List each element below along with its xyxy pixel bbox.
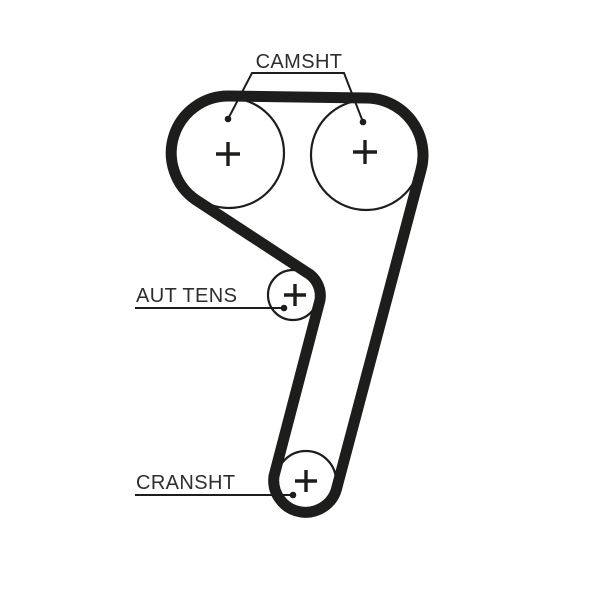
tensioner-pointer-dot — [280, 304, 288, 312]
pulley-center-markers — [216, 140, 377, 492]
labels: CAMSHT AUT TENS CRANSHT — [136, 51, 342, 494]
plus-marker-camshaft-right — [353, 140, 377, 164]
plus-marker-camshaft-left — [216, 142, 240, 166]
crankshaft-pointer-dot — [289, 491, 297, 499]
plus-marker-tensioner — [284, 284, 306, 306]
leader-lines — [135, 72, 367, 499]
camshaft-leader-line — [227, 72, 364, 123]
timing-belt — [165, 90, 429, 518]
crankshaft-label: CRANSHT — [136, 472, 235, 494]
camshaft-right-pointer-dot — [359, 118, 367, 126]
plus-marker-crankshaft — [295, 470, 317, 492]
camshaft-label: CAMSHT — [256, 51, 343, 73]
camshaft-left-pointer-dot — [224, 115, 232, 123]
tensioner-label: AUT TENS — [136, 285, 237, 307]
